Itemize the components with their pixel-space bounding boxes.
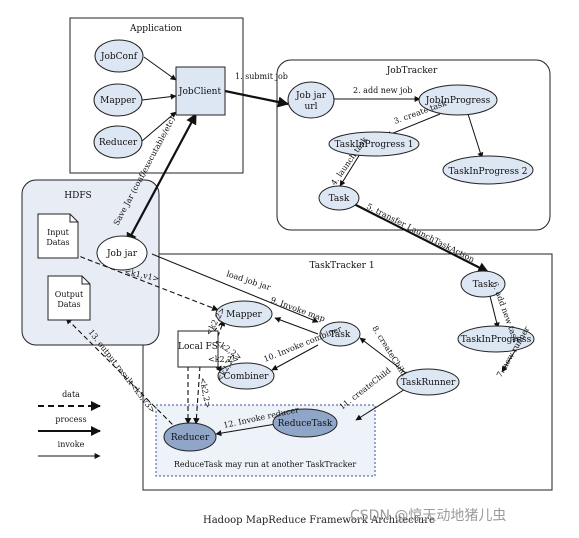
mapper-app-label: Mapper [100, 96, 136, 106]
watermark: CSDN @惊天动地猪儿虫 [350, 508, 507, 524]
legend-process-label: process [55, 415, 86, 424]
task-jt-node [318, 185, 360, 211]
task-tt-node [319, 321, 361, 347]
output-datas-line2: Datas [57, 300, 80, 309]
edge-invoke-reducer [215, 423, 277, 437]
tip-right-label: TaskInProgress [461, 335, 532, 345]
legend-invoke-label: invoke [58, 440, 85, 449]
edge-reducer-to-output [65, 317, 179, 431]
edge-jip-tip2 [467, 113, 484, 159]
edge-invoke-map [274, 317, 319, 335]
output-datas-line1: Output [55, 290, 84, 299]
reducer-tt-label: Reducer [171, 433, 210, 443]
legend-data-label: data [62, 390, 80, 399]
edge-jobconf-jobclient [143, 56, 177, 81]
taskrunner-node [396, 368, 460, 396]
edge-create-task [385, 113, 441, 137]
local-fs-node [177, 330, 219, 368]
reduce-note: ReduceTask may run at another TaskTracke… [174, 460, 356, 469]
mapper-tt-node [215, 300, 273, 328]
edge-mapper-jobclient [141, 93, 177, 101]
job-jar-node [96, 235, 148, 271]
input-datas-doc [37, 213, 79, 259]
reducetask-node [272, 408, 338, 438]
jobtracker-title: JobTracker [386, 66, 438, 76]
jobconf-label: JobConf [100, 52, 138, 62]
task-tt-label: Task [330, 330, 351, 340]
edge-launch-task [339, 153, 361, 187]
edge-label-2: 2. add new job [353, 86, 412, 95]
jobjar-url-line1: Job jar [295, 91, 327, 101]
application-title: Application [129, 24, 182, 34]
taskrunner-label: TaskRunner [401, 378, 456, 388]
output-datas-doc [47, 275, 91, 321]
output-datas-fold [81, 276, 90, 285]
edge-submit-job [224, 89, 290, 108]
tip2-node [442, 155, 534, 185]
tasktracker-title: TaskTracker 1 [309, 261, 374, 271]
jobjar-url-line2: url [305, 102, 318, 112]
input-datas-line1: Input [47, 228, 70, 237]
jobclient-node [175, 66, 226, 116]
task-right-label: Task [473, 280, 494, 290]
reducer-app-node [93, 125, 143, 159]
edge-localfs-to-reducer-b [193, 365, 201, 425]
edge-add-new-task [489, 295, 500, 329]
tip2-label: TaskInProgress 2 [448, 167, 527, 177]
jobinprogress-node [418, 84, 498, 116]
reducer-tt-node [163, 422, 217, 452]
edge-label-1: 1. submit job [235, 72, 288, 81]
combiner-node [217, 362, 275, 390]
jobconf-node [94, 39, 144, 73]
edge-input-to-mapper [57, 247, 219, 311]
reducetask-label: ReduceTask [278, 419, 333, 429]
edge-label-k2-c: <k2,2> [208, 355, 239, 364]
jobclient-label: JobClient [178, 87, 222, 97]
reducer-app-label: Reducer [99, 138, 138, 148]
edge-create-child-8 [359, 337, 411, 377]
mapper-tt-label: Mapper [226, 310, 262, 320]
job-jar-label: Job jar [106, 249, 138, 259]
input-datas-line2: Datas [46, 238, 69, 247]
edge-transfer-launch [353, 203, 489, 273]
jobinprogress-label: JobInProgress [425, 96, 491, 106]
edge-invoke-combiner [271, 344, 319, 371]
tip1-node [328, 131, 420, 157]
combiner-label: Combiner [224, 372, 270, 382]
hdfs-title: HDFS [64, 191, 91, 201]
task-jt-label: Task [329, 194, 350, 204]
task-right-node [460, 270, 506, 298]
edge-create-child-11 [355, 385, 411, 421]
tip-right-node [457, 325, 535, 353]
mapper-app-node [93, 83, 143, 117]
edge-save-jar [126, 113, 197, 244]
edge-load-job-jar [151, 253, 319, 323]
figure-caption: Hadoop MapReduce Framework Architecture [203, 515, 435, 526]
tip1-label: TaskInProgress 1 [334, 140, 413, 150]
input-datas-fold [69, 214, 78, 223]
local-fs-label: Local FS [178, 342, 218, 352]
jobjar-url-node [287, 81, 335, 119]
legend: data process invoke [38, 390, 101, 459]
